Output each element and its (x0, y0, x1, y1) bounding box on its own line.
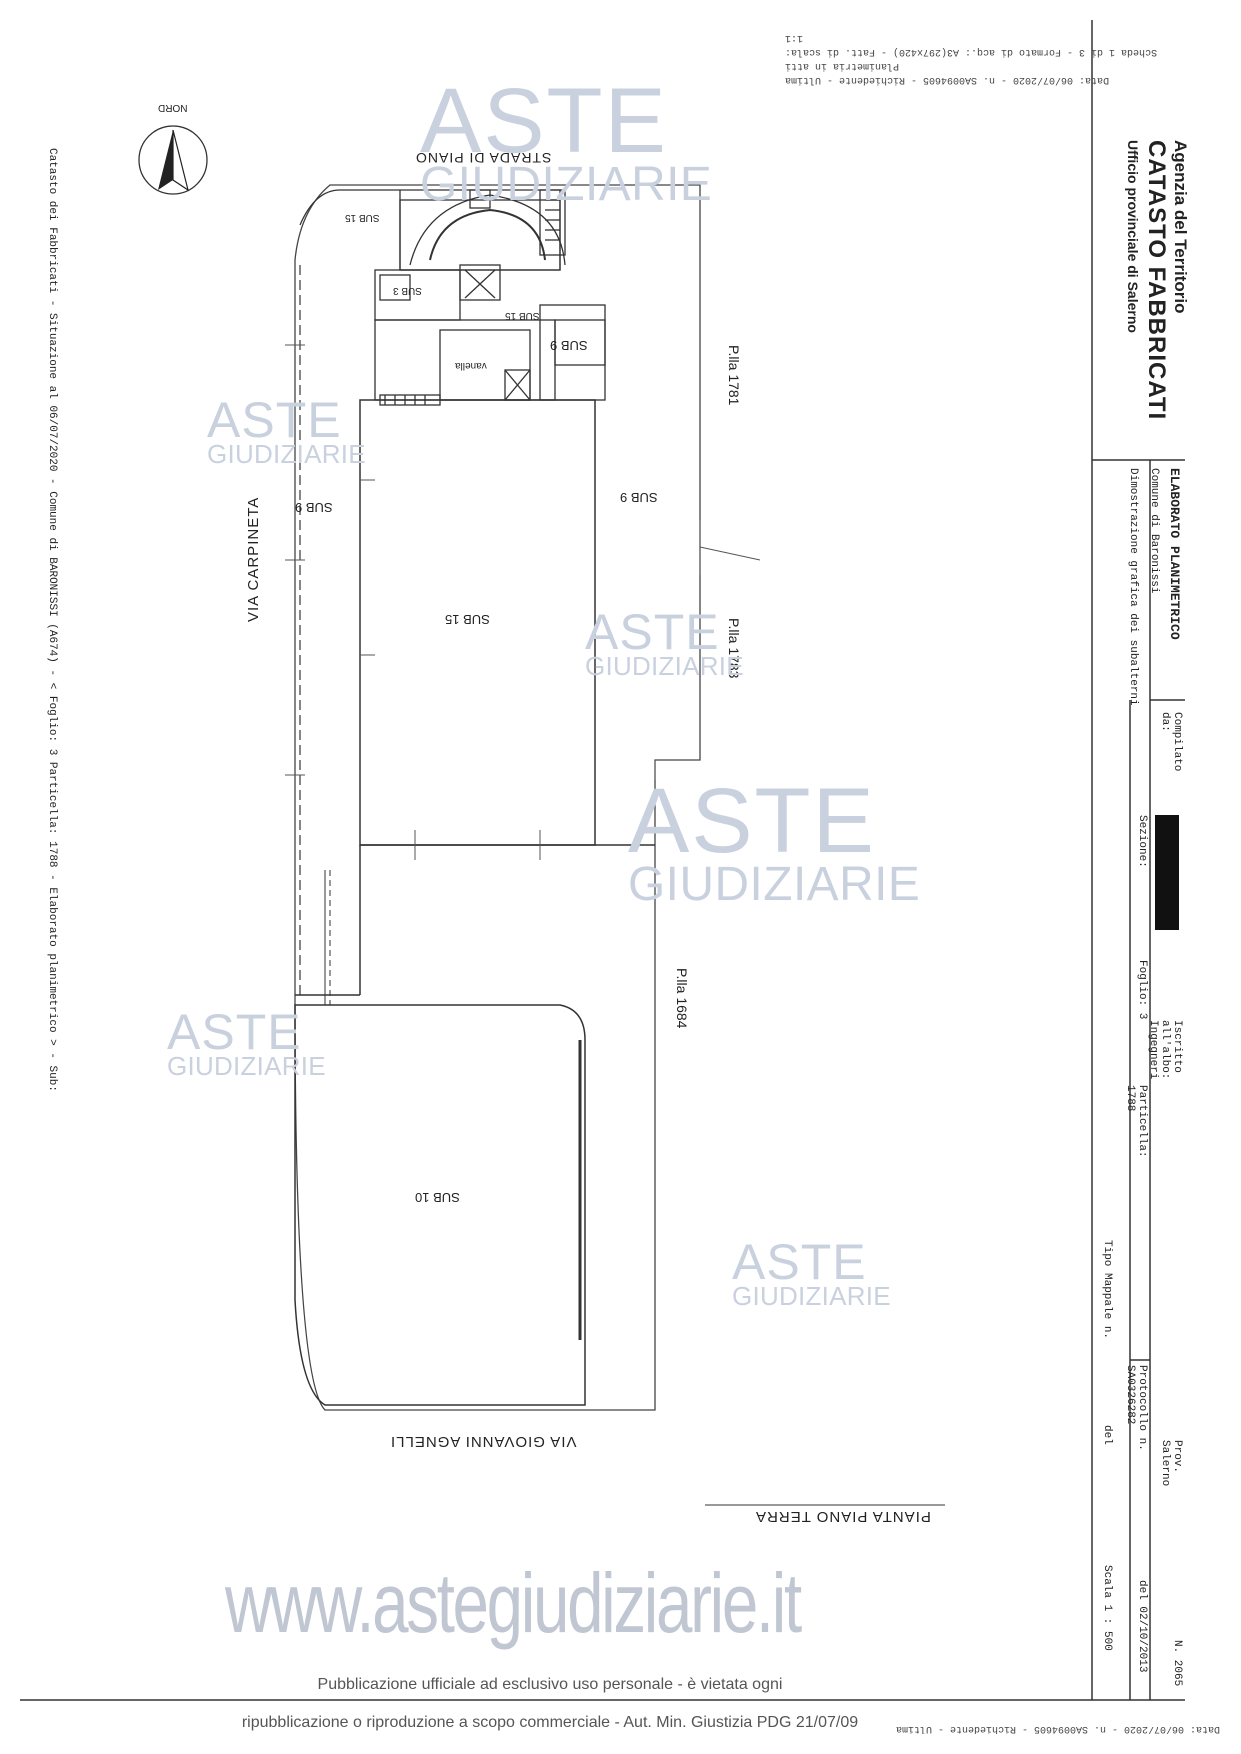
sub15-small-label: SUB 15 (505, 310, 540, 321)
protocollo-field: Protocollo n. SA0326282 (1124, 1365, 1148, 1451)
dimostrazione-field: Dimostrazione grafica dei subalterni (1127, 468, 1139, 706)
plla-1781-label: P.lla 1781 (726, 345, 742, 406)
form-column-1: ELABORATO PLANIMETRICO Comune di Baronis… (1123, 468, 1183, 706)
strada-label: STRADA DI PIANO (415, 150, 552, 166)
side-caption: Catasto dei Fabbricati - Situazione al 0… (46, 148, 58, 1092)
del2-field: del 02/10/2013 (1136, 1580, 1148, 1673)
del1-field: del (1101, 1425, 1113, 1445)
footer-line-1: Pubblicazione ufficiale ad esclusivo uso… (317, 1676, 783, 1693)
comune-field: Comune di Baronissi (1148, 468, 1160, 594)
sub9-main-label: SUB 9 (620, 490, 658, 505)
sub15-top-label: SUB 15 (345, 212, 380, 223)
header-small-print: Data: 06/07/2020 - n. SA0094605 - Richie… (785, 30, 1180, 85)
sezione-field: Sezione: (1136, 815, 1148, 868)
upper-building (299, 189, 606, 406)
site-boundary (294, 184, 701, 1411)
agency-name: Agenzia del Territorio (1171, 140, 1190, 314)
agency-block: Agenzia del Territorio CATASTO FABBRICAT… (1124, 140, 1190, 420)
elaborato-title: ELABORATO PLANIMETRICO (1167, 468, 1182, 640)
prov-field: Prov. Salerno (1159, 1440, 1183, 1487)
header-data-line: Data: 06/07/2020 - n. SA0094605 - Richie… (785, 60, 1110, 85)
corridor (324, 870, 331, 1005)
website-watermark: www.astegiudiziarie.it (225, 1556, 802, 1650)
plla-1783-label: P.lla 1783 (726, 618, 742, 679)
via-agnelli-label: VIA GIOVANNI AGNELLI (390, 1433, 577, 1450)
tipo-field: Tipo Mappale n. (1101, 1240, 1113, 1340)
catasto-title: CATASTO FABBRICATI (1143, 140, 1170, 421)
north-arrow-icon (138, 125, 208, 195)
sub9-small-label: SUB 9 (550, 338, 588, 353)
plla-1684-label: P.lla 1684 (674, 968, 690, 1029)
scala-field: Scala 1 : 500 (1101, 1565, 1113, 1651)
footer-line-2: ripubblicazione o riproduzione a scopo c… (241, 1714, 859, 1731)
main-building (295, 399, 655, 996)
bottom-data-line: Data: 06/07/2020 - n. SA0094605 - Richie… (890, 1723, 1220, 1734)
redacted-block (1155, 815, 1179, 930)
sub9-left-label: SUB 9 (295, 500, 333, 515)
ufficio-name: Ufficio provinciale di Salerno (1125, 140, 1141, 333)
title-block-frame (20, 20, 1185, 1701)
n-field: N. 2065 (1171, 1640, 1183, 1687)
sub15-main-label: SUB 15 (445, 612, 490, 627)
dimension-markers (285, 344, 541, 860)
iscritto-field: Iscritto all'albo: Ingegneri (1147, 1020, 1183, 1080)
vanella-label: vanella (455, 360, 487, 371)
pianta-label: PIANTA PIANO TERRA (755, 1508, 931, 1525)
parcel-ticks (654, 520, 761, 780)
via-carpineta-label: VIA CARPINETA (245, 496, 262, 622)
sub10-label: SUB 10 (415, 1190, 460, 1205)
foglio-field: Foglio: 3 (1136, 960, 1148, 1020)
sub10-building (294, 1004, 586, 1406)
particella-field: Particella: 1788 (1124, 1085, 1148, 1158)
sub3-label: SUB 3 (393, 285, 422, 296)
nord-label: NORD (158, 102, 188, 113)
compilato-field: Compilato da: (1159, 712, 1183, 772)
header-scheda-line: Scheda 1 di 3 - Formato di acq.: A3(297x… (785, 32, 1158, 57)
